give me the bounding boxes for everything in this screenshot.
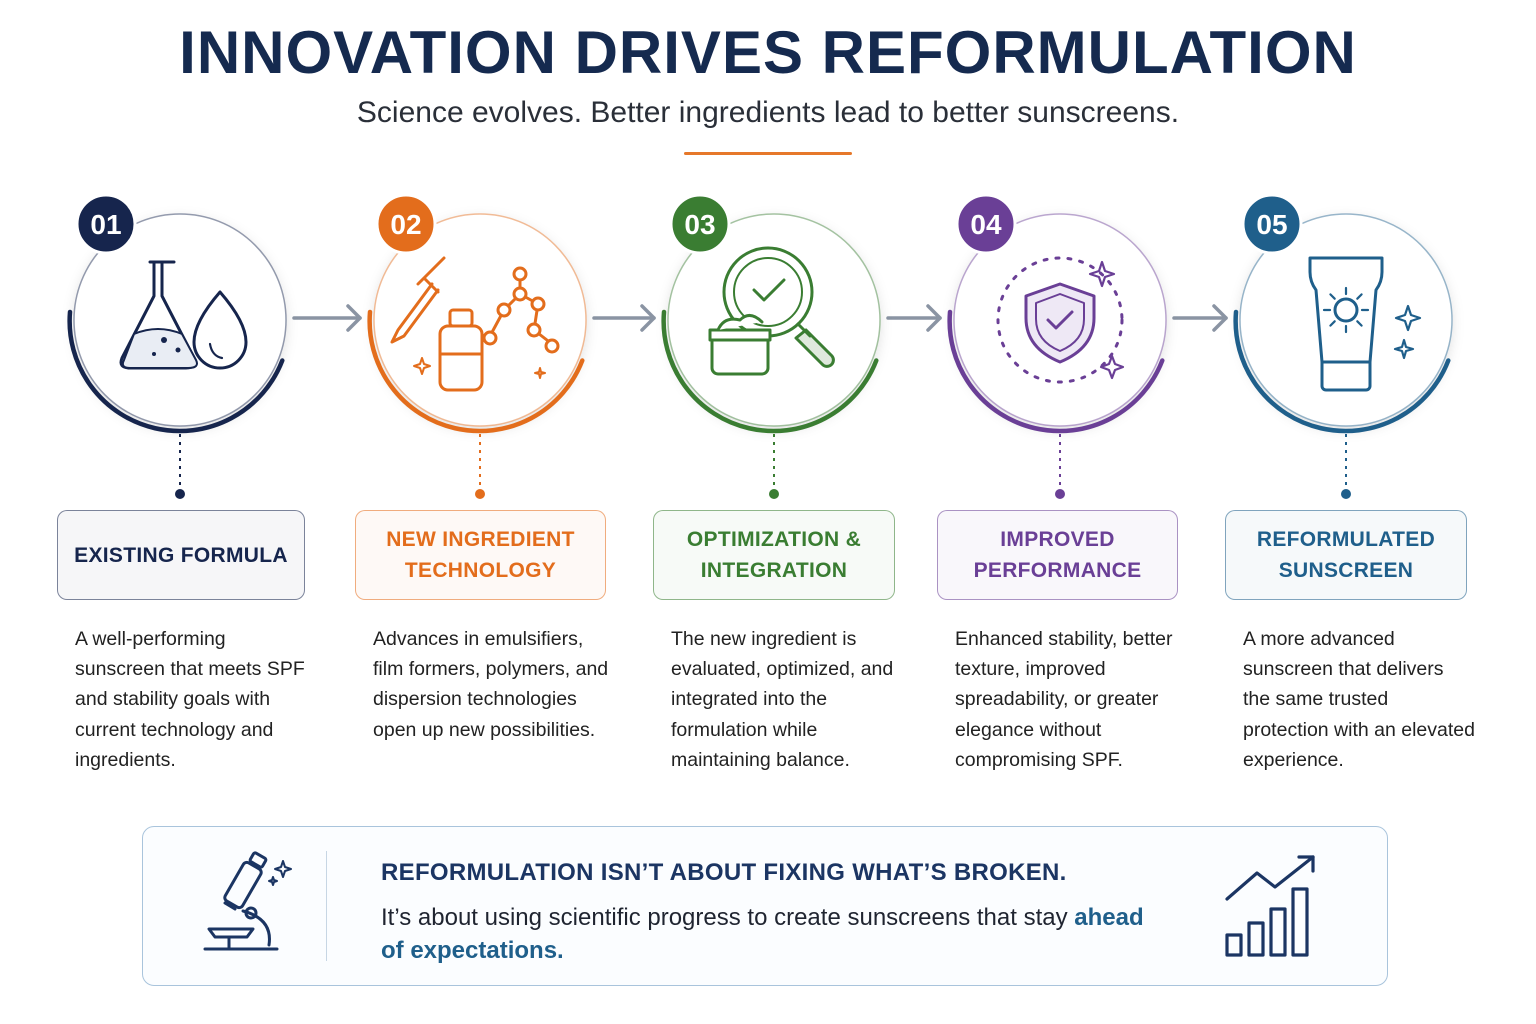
step-04-graphic: 04 [947, 193, 1167, 499]
magnifier-check-jar-icon [708, 246, 835, 376]
banner-text: It’s about using scientific progress to … [381, 904, 1144, 964]
step-03-accent-arc [661, 309, 879, 434]
step-01: EXISTING FORMULA A well-performing sunscr… [57, 190, 347, 790]
step-02-description: Advances in emulsifiers, film formers, p… [373, 628, 609, 741]
page-subtitle: Science evolves. Better ingredients lead… [356, 96, 1180, 129]
banner-headline: REFORMULATION ISN’T ABOUT FIXING WHAT’S … [381, 859, 1067, 886]
step-01-description: A well-performing sunscreen that meets S… [75, 628, 305, 771]
step-05-number: 05 [1256, 209, 1287, 240]
banner-highlight: ahead of expectations. [381, 904, 1144, 964]
step-05: REFORMULATED SUNSCREEN A more advanced su… [1225, 190, 1515, 790]
process-flow: 01 02 03 04 05 [67, 193, 1453, 499]
step-02-accent-arc [367, 309, 585, 434]
growth-chart-icon [1225, 855, 1315, 957]
step-02-graphic: 02 [367, 193, 587, 499]
step-02-label: NEW INGREDIENT TECHNOLOGY [355, 510, 606, 600]
step-04-number: 04 [970, 209, 1002, 240]
step-01-circle [73, 213, 287, 427]
step-03-description: The new ingredient is evaluated, optimiz… [671, 628, 894, 771]
step-04-label: IMPROVED PERFORMANCE [937, 510, 1178, 600]
step-04: IMPROVED PERFORMANCE Enhanced stability, … [937, 190, 1227, 790]
summary-banner: REFORMULATION ISN’T ABOUT FIXING WHAT’S … [142, 826, 1388, 986]
step-02: NEW INGREDIENT TECHNOLOGY Advances in emu… [355, 190, 645, 790]
step-04-connector-dot [1055, 489, 1065, 499]
step-04-description: Enhanced stability, better texture, impr… [955, 628, 1173, 771]
flow-arrow-4 [1172, 304, 1228, 332]
title-accent-rule [684, 152, 852, 155]
flow-arrow-2 [592, 304, 656, 332]
microscope-icon [203, 851, 292, 951]
step-02-badge [375, 193, 437, 255]
step-01-connector-dot [175, 489, 185, 499]
step-01-graphic: 01 [67, 193, 287, 499]
step-03-graphic: 03 [661, 193, 881, 499]
step-03-label: OPTIMIZATION & INTEGRATION [653, 510, 895, 600]
step-02-number: 02 [390, 209, 421, 240]
flow-arrow-3 [886, 304, 942, 332]
step-04-accent-arc [947, 309, 1165, 434]
step-05-connector-dot [1341, 489, 1351, 499]
flow-arrow-1 [292, 304, 362, 332]
step-05-label: REFORMULATED SUNSCREEN [1225, 510, 1467, 600]
step-01-label: EXISTING FORMULA [57, 510, 305, 600]
step-05-graphic: 05 [1233, 193, 1453, 499]
step-01-badge [75, 193, 137, 255]
flask-and-droplet-icon [119, 260, 248, 370]
sunscreen-tube-icon [1308, 256, 1422, 392]
step-02-circle [373, 213, 587, 427]
shield-check-sparkle-icon [996, 256, 1125, 384]
page-title: INNOVATION DRIVES REFORMULATION [179, 19, 1357, 86]
step-03-badge [669, 193, 731, 255]
step-03: OPTIMIZATION & INTEGRATION The new ingred… [653, 190, 943, 790]
step-05-badge [1241, 193, 1303, 255]
step-03-number: 03 [684, 209, 715, 240]
banner-divider [326, 851, 327, 961]
step-05-accent-arc [1233, 309, 1451, 434]
step-01-number: 01 [90, 209, 121, 240]
step-05-description: A more advanced sunscreen that delivers … [1243, 628, 1475, 771]
step-04-badge [955, 193, 1017, 255]
step-01-accent-arc [67, 309, 285, 434]
step-03-connector-dot [769, 489, 779, 499]
dropper-bottle-molecule-icon [390, 256, 560, 392]
step-02-connector-dot [475, 489, 485, 499]
